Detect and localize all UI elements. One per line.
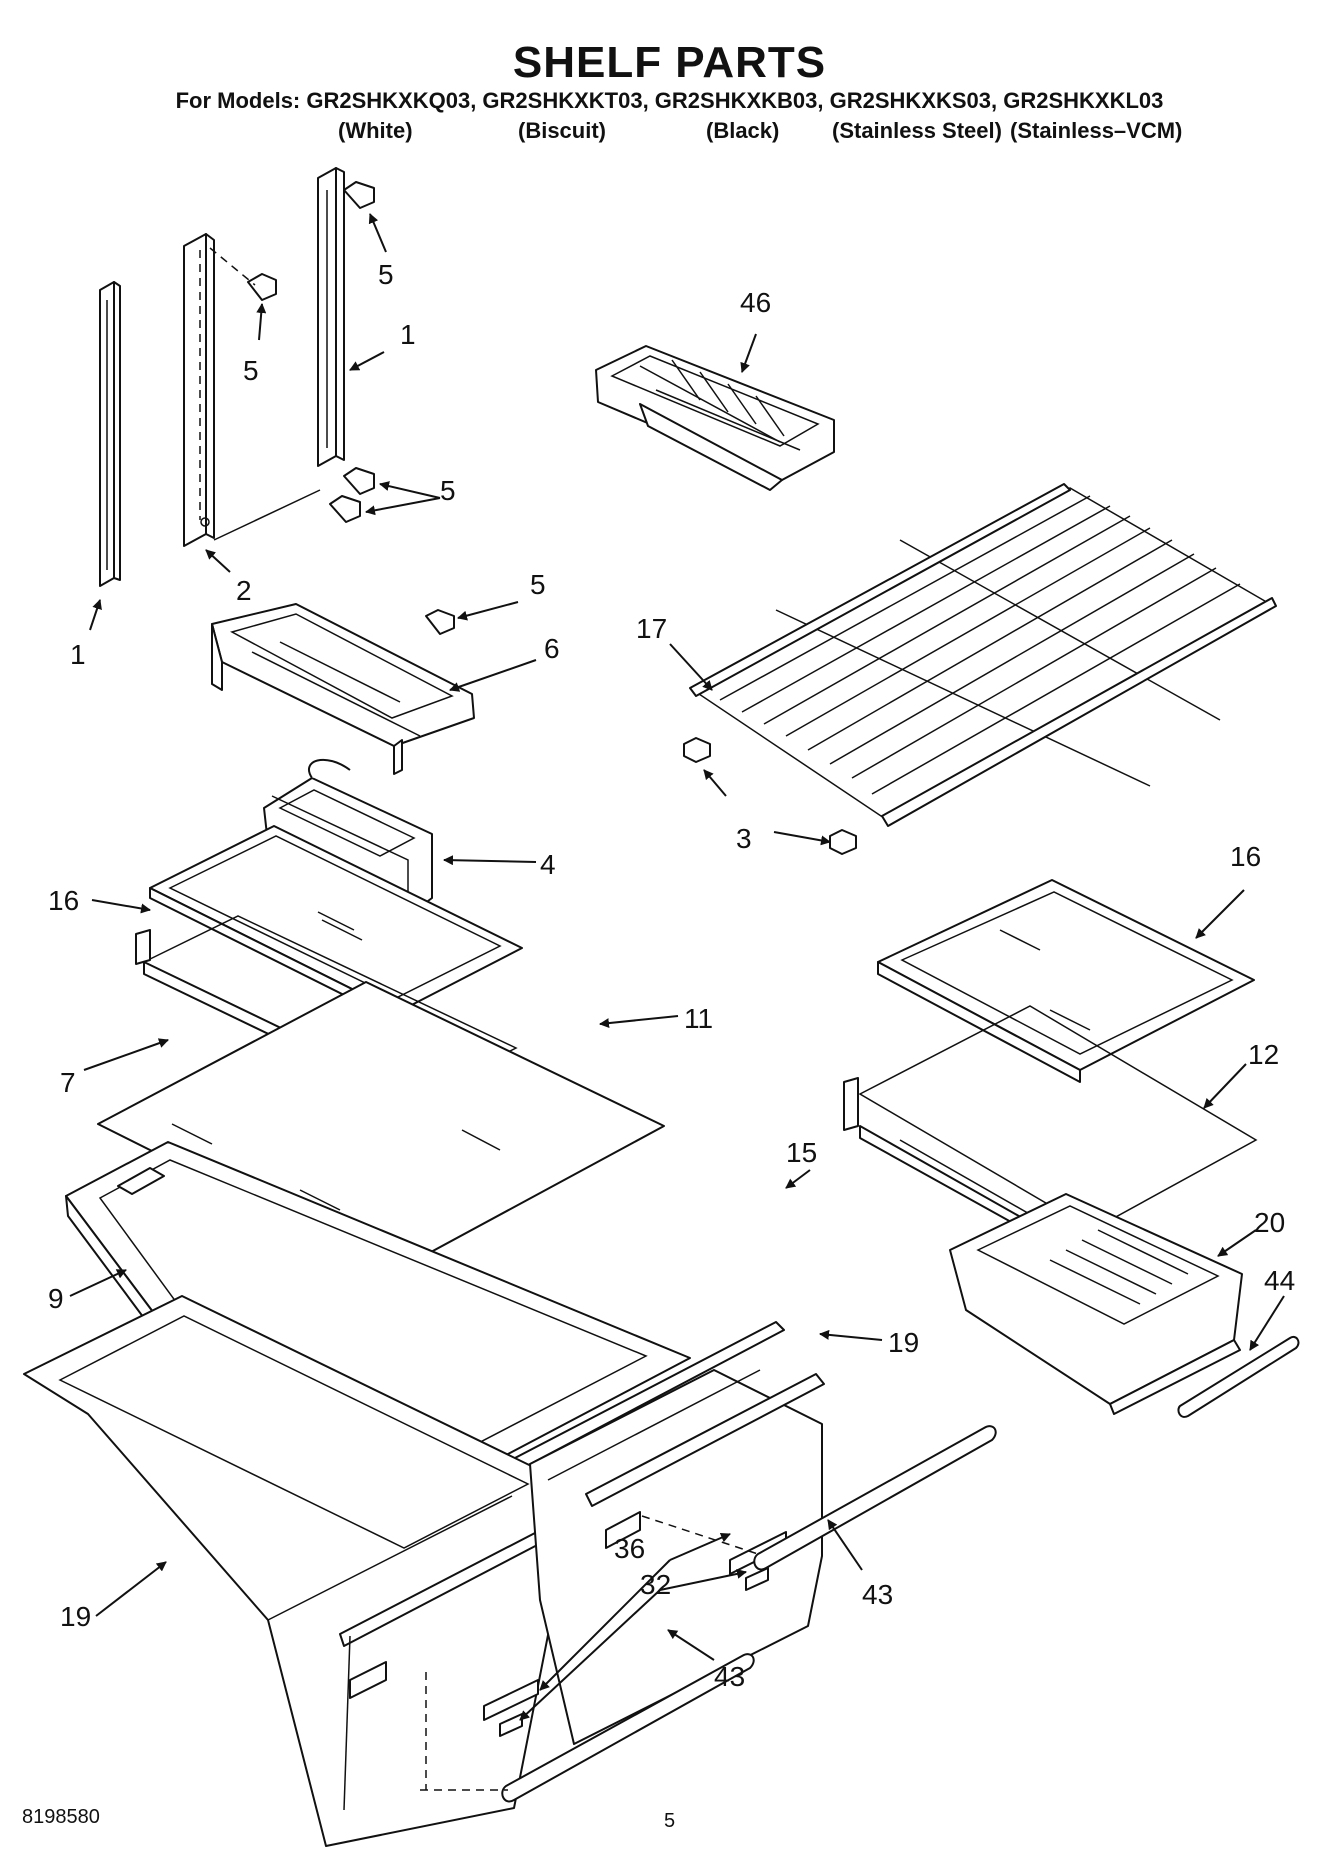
callout-9: 9 xyxy=(48,1283,64,1314)
callout-1: 1 xyxy=(70,639,86,670)
callout-7: 7 xyxy=(60,1067,76,1098)
glass-shelf-left-part xyxy=(149,825,523,1023)
callout-19: 19 xyxy=(60,1601,91,1632)
callout-44: 44 xyxy=(1264,1265,1295,1296)
callout-5: 5 xyxy=(378,259,394,290)
document-number: 8198580 xyxy=(22,1806,100,1828)
variant-stainless-vcm: (Stainless–VCM) xyxy=(1010,118,1183,143)
page-title: SHELF PARTS xyxy=(512,38,827,87)
callout-12: 12 xyxy=(1248,1039,1279,1070)
utility-bin-part xyxy=(263,759,433,918)
callout-17: 17 xyxy=(636,613,667,644)
shelf-ladder-center-part xyxy=(183,233,215,547)
callout-1: 1 xyxy=(400,319,416,350)
screw-part xyxy=(247,181,455,635)
page-number: 5 xyxy=(664,1810,676,1832)
pan-cover-frame-part xyxy=(843,1005,1258,1239)
callout-43: 43 xyxy=(862,1579,893,1610)
deli-pan-part xyxy=(949,1193,1243,1415)
callout-6: 6 xyxy=(544,633,560,664)
glass-shelf-right-part xyxy=(877,879,1255,1083)
shelf-stop-part xyxy=(683,737,857,855)
callout-36: 36 xyxy=(614,1533,645,1564)
shelf-bracket-part xyxy=(211,603,475,775)
callout-20: 20 xyxy=(1254,1207,1285,1238)
callout-5: 5 xyxy=(243,355,259,386)
model-list: For Models: GR2SHKXKQ03, GR2SHKXKT03, GR… xyxy=(175,88,1164,113)
callout-3: 3 xyxy=(736,823,752,854)
wire-shelf-part xyxy=(689,483,1277,827)
callout-19: 19 xyxy=(888,1327,919,1358)
callout-labels: 5 5 1 5 2 5 1 6 46 17 3 4 16 16 7 11 12 … xyxy=(48,259,1295,1692)
callout-15: 15 xyxy=(786,1137,817,1168)
callout-16: 16 xyxy=(1230,841,1261,872)
variant-black: (Black) xyxy=(706,118,780,143)
variant-stainless-steel: (Stainless Steel) xyxy=(832,118,1002,143)
callout-32: 32 xyxy=(640,1569,671,1600)
shelf-ladder-left-part xyxy=(99,281,121,587)
callout-11: 11 xyxy=(684,1003,713,1034)
callout-5: 5 xyxy=(530,569,546,600)
callout-16: 16 xyxy=(48,885,79,916)
variant-biscuit: (Biscuit) xyxy=(518,118,606,143)
variant-white: (White) xyxy=(338,118,413,143)
shelf-ladder-right-part xyxy=(317,167,345,467)
drawer-trim-part xyxy=(420,1336,1300,1803)
callout-5: 5 xyxy=(440,475,456,506)
callout-43: 43 xyxy=(714,1661,745,1692)
callout-2: 2 xyxy=(236,575,252,606)
crisper-drawer-left-part xyxy=(23,1295,567,1847)
leader-lines xyxy=(69,213,1285,1721)
callout-46: 46 xyxy=(740,287,771,318)
ice-tray-part xyxy=(595,345,835,491)
callout-4: 4 xyxy=(540,849,556,880)
